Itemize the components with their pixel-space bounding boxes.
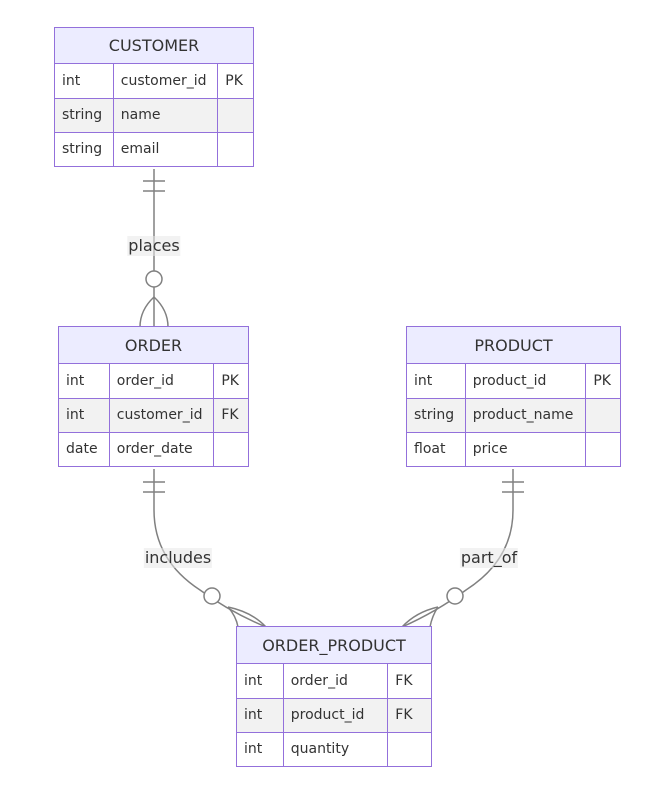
cardinality-many-mark bbox=[401, 606, 439, 628]
attribute-key: PK bbox=[585, 364, 620, 399]
attribute-name: product_id bbox=[464, 364, 587, 399]
attribute-name: price bbox=[464, 431, 587, 466]
attribute-name: product_id bbox=[282, 697, 389, 733]
entity-customer: CUSTOMER int customer_id PK string name … bbox=[54, 27, 254, 167]
attribute-table: int order_id FK int product_id FK int qu… bbox=[237, 664, 431, 766]
attribute-row: date order_date bbox=[59, 431, 248, 466]
attribute-name: product_name bbox=[464, 397, 587, 433]
attribute-key bbox=[585, 397, 620, 433]
attribute-type: int bbox=[237, 697, 284, 733]
attribute-name: email bbox=[112, 131, 219, 166]
attribute-row: int quantity bbox=[237, 731, 431, 766]
attribute-row: string name bbox=[55, 97, 253, 133]
cardinality-zero-mark bbox=[203, 587, 221, 605]
edge-includes bbox=[143, 469, 267, 628]
attribute-type: int bbox=[237, 731, 284, 766]
attribute-key: FK bbox=[213, 397, 248, 433]
attribute-row: string product_name bbox=[407, 397, 620, 433]
cardinality-zero-mark bbox=[446, 587, 464, 605]
cardinality-one-mark bbox=[502, 481, 524, 493]
attribute-type: int bbox=[59, 364, 110, 399]
relationship-label-places: places bbox=[127, 236, 181, 256]
attribute-type: int bbox=[237, 664, 284, 699]
attribute-type: string bbox=[55, 97, 114, 133]
entity-title: ORDER_PRODUCT bbox=[237, 627, 431, 664]
attribute-key bbox=[217, 97, 253, 133]
edge-part-of bbox=[401, 469, 524, 628]
attribute-name: order_id bbox=[282, 664, 389, 699]
attribute-type: string bbox=[407, 397, 466, 433]
entity-title: PRODUCT bbox=[407, 327, 620, 364]
entity-order-product: ORDER_PRODUCT int order_id FK int produc… bbox=[236, 626, 432, 767]
attribute-key bbox=[585, 431, 620, 466]
entity-title: CUSTOMER bbox=[55, 28, 253, 64]
attribute-type: int bbox=[55, 64, 114, 99]
attribute-type: float bbox=[407, 431, 466, 466]
attribute-name: name bbox=[112, 97, 219, 133]
attribute-key bbox=[217, 131, 253, 166]
attribute-name: customer_id bbox=[108, 397, 215, 433]
entity-order: ORDER int order_id PK int customer_id FK… bbox=[58, 326, 249, 467]
attribute-row: int customer_id FK bbox=[59, 397, 248, 433]
attribute-name: customer_id bbox=[112, 64, 219, 99]
attribute-key: FK bbox=[387, 664, 431, 699]
attribute-row: int product_id PK bbox=[407, 364, 620, 399]
entity-product: PRODUCT int product_id PK string product… bbox=[406, 326, 621, 467]
attribute-name: order_date bbox=[108, 431, 215, 466]
cardinality-one-mark bbox=[143, 180, 165, 192]
attribute-name: order_id bbox=[108, 364, 215, 399]
attribute-key: PK bbox=[217, 64, 253, 99]
attribute-row: float price bbox=[407, 431, 620, 466]
relationship-label-includes: includes bbox=[143, 548, 213, 568]
attribute-key: PK bbox=[213, 364, 248, 399]
attribute-table: int order_id PK int customer_id FK date … bbox=[59, 364, 248, 466]
attribute-row: int order_id FK bbox=[237, 664, 431, 699]
attribute-type: date bbox=[59, 431, 110, 466]
attribute-key: FK bbox=[387, 697, 431, 733]
entity-title: ORDER bbox=[59, 327, 248, 364]
cardinality-zero-mark bbox=[145, 270, 163, 288]
attribute-table: int product_id PK string product_name fl… bbox=[407, 364, 620, 466]
cardinality-many-mark bbox=[139, 296, 169, 328]
cardinality-many-mark bbox=[227, 606, 267, 628]
attribute-key bbox=[213, 431, 248, 466]
cardinality-one-mark bbox=[143, 481, 165, 493]
relationship-label-part-of: part_of bbox=[459, 548, 519, 568]
attribute-row: int product_id FK bbox=[237, 697, 431, 733]
attribute-key bbox=[387, 731, 431, 766]
attribute-name: quantity bbox=[282, 731, 389, 766]
attribute-table: int customer_id PK string name string em… bbox=[55, 64, 253, 166]
attribute-type: string bbox=[55, 131, 114, 166]
attribute-row: string email bbox=[55, 131, 253, 166]
attribute-type: int bbox=[407, 364, 466, 399]
attribute-row: int customer_id PK bbox=[55, 64, 253, 99]
attribute-row: int order_id PK bbox=[59, 364, 248, 399]
attribute-type: int bbox=[59, 397, 110, 433]
